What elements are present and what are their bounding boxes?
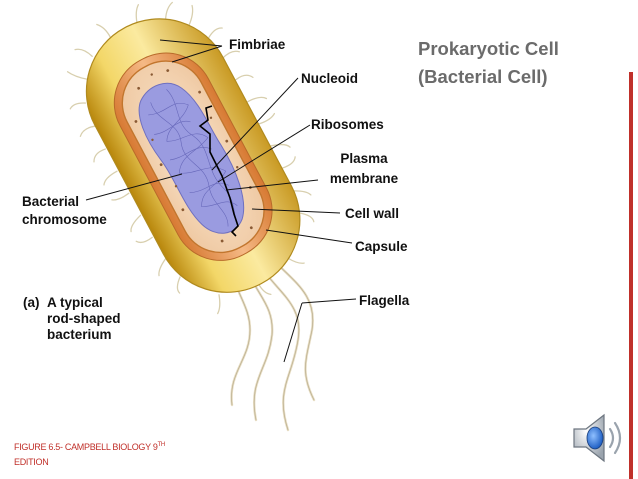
speaker-icon[interactable] <box>568 409 628 472</box>
panel-line-1: A typical <box>47 295 103 310</box>
label-plasma-membrane-1: Plasma <box>340 151 388 166</box>
fimbriae-hairs <box>66 1 315 315</box>
accent-rule <box>629 72 633 479</box>
panel-letter: (a) <box>23 295 40 310</box>
leader-lines <box>85 39 357 363</box>
label-flagella: Flagella <box>359 293 410 308</box>
panel-line-3: bacterium <box>47 327 112 342</box>
figure-caption: FIGURE 6.5- CAMPBELL BIOLOGY 9TH EDITION <box>14 438 184 470</box>
caption-line-1: FIGURE 6.5- CAMPBELL BIOLOGY 9 <box>14 442 158 452</box>
label-bacterial-chromosome-2: chromosome <box>22 212 107 227</box>
label-capsule: Capsule <box>355 239 408 254</box>
label-plasma-membrane-2: membrane <box>329 171 399 186</box>
title-line-2: (Bacterial Cell) <box>418 66 548 87</box>
nucleoid <box>138 82 245 234</box>
label-cell-wall: Cell wall <box>345 206 400 221</box>
caption-sup: TH <box>157 442 166 448</box>
panel-line-2: rod-shaped <box>47 311 121 326</box>
label-ribosomes: Ribosomes <box>311 117 384 132</box>
ribosomes <box>134 69 253 243</box>
label-bacterial-chromosome-1: Bacterial <box>22 194 80 209</box>
label-fimbriae: Fimbriae <box>229 37 286 52</box>
title-line-1: Prokaryotic Cell <box>418 38 559 59</box>
caption-line-2: EDITION <box>14 457 49 467</box>
label-nucleoid: Nucleoid <box>301 71 359 86</box>
